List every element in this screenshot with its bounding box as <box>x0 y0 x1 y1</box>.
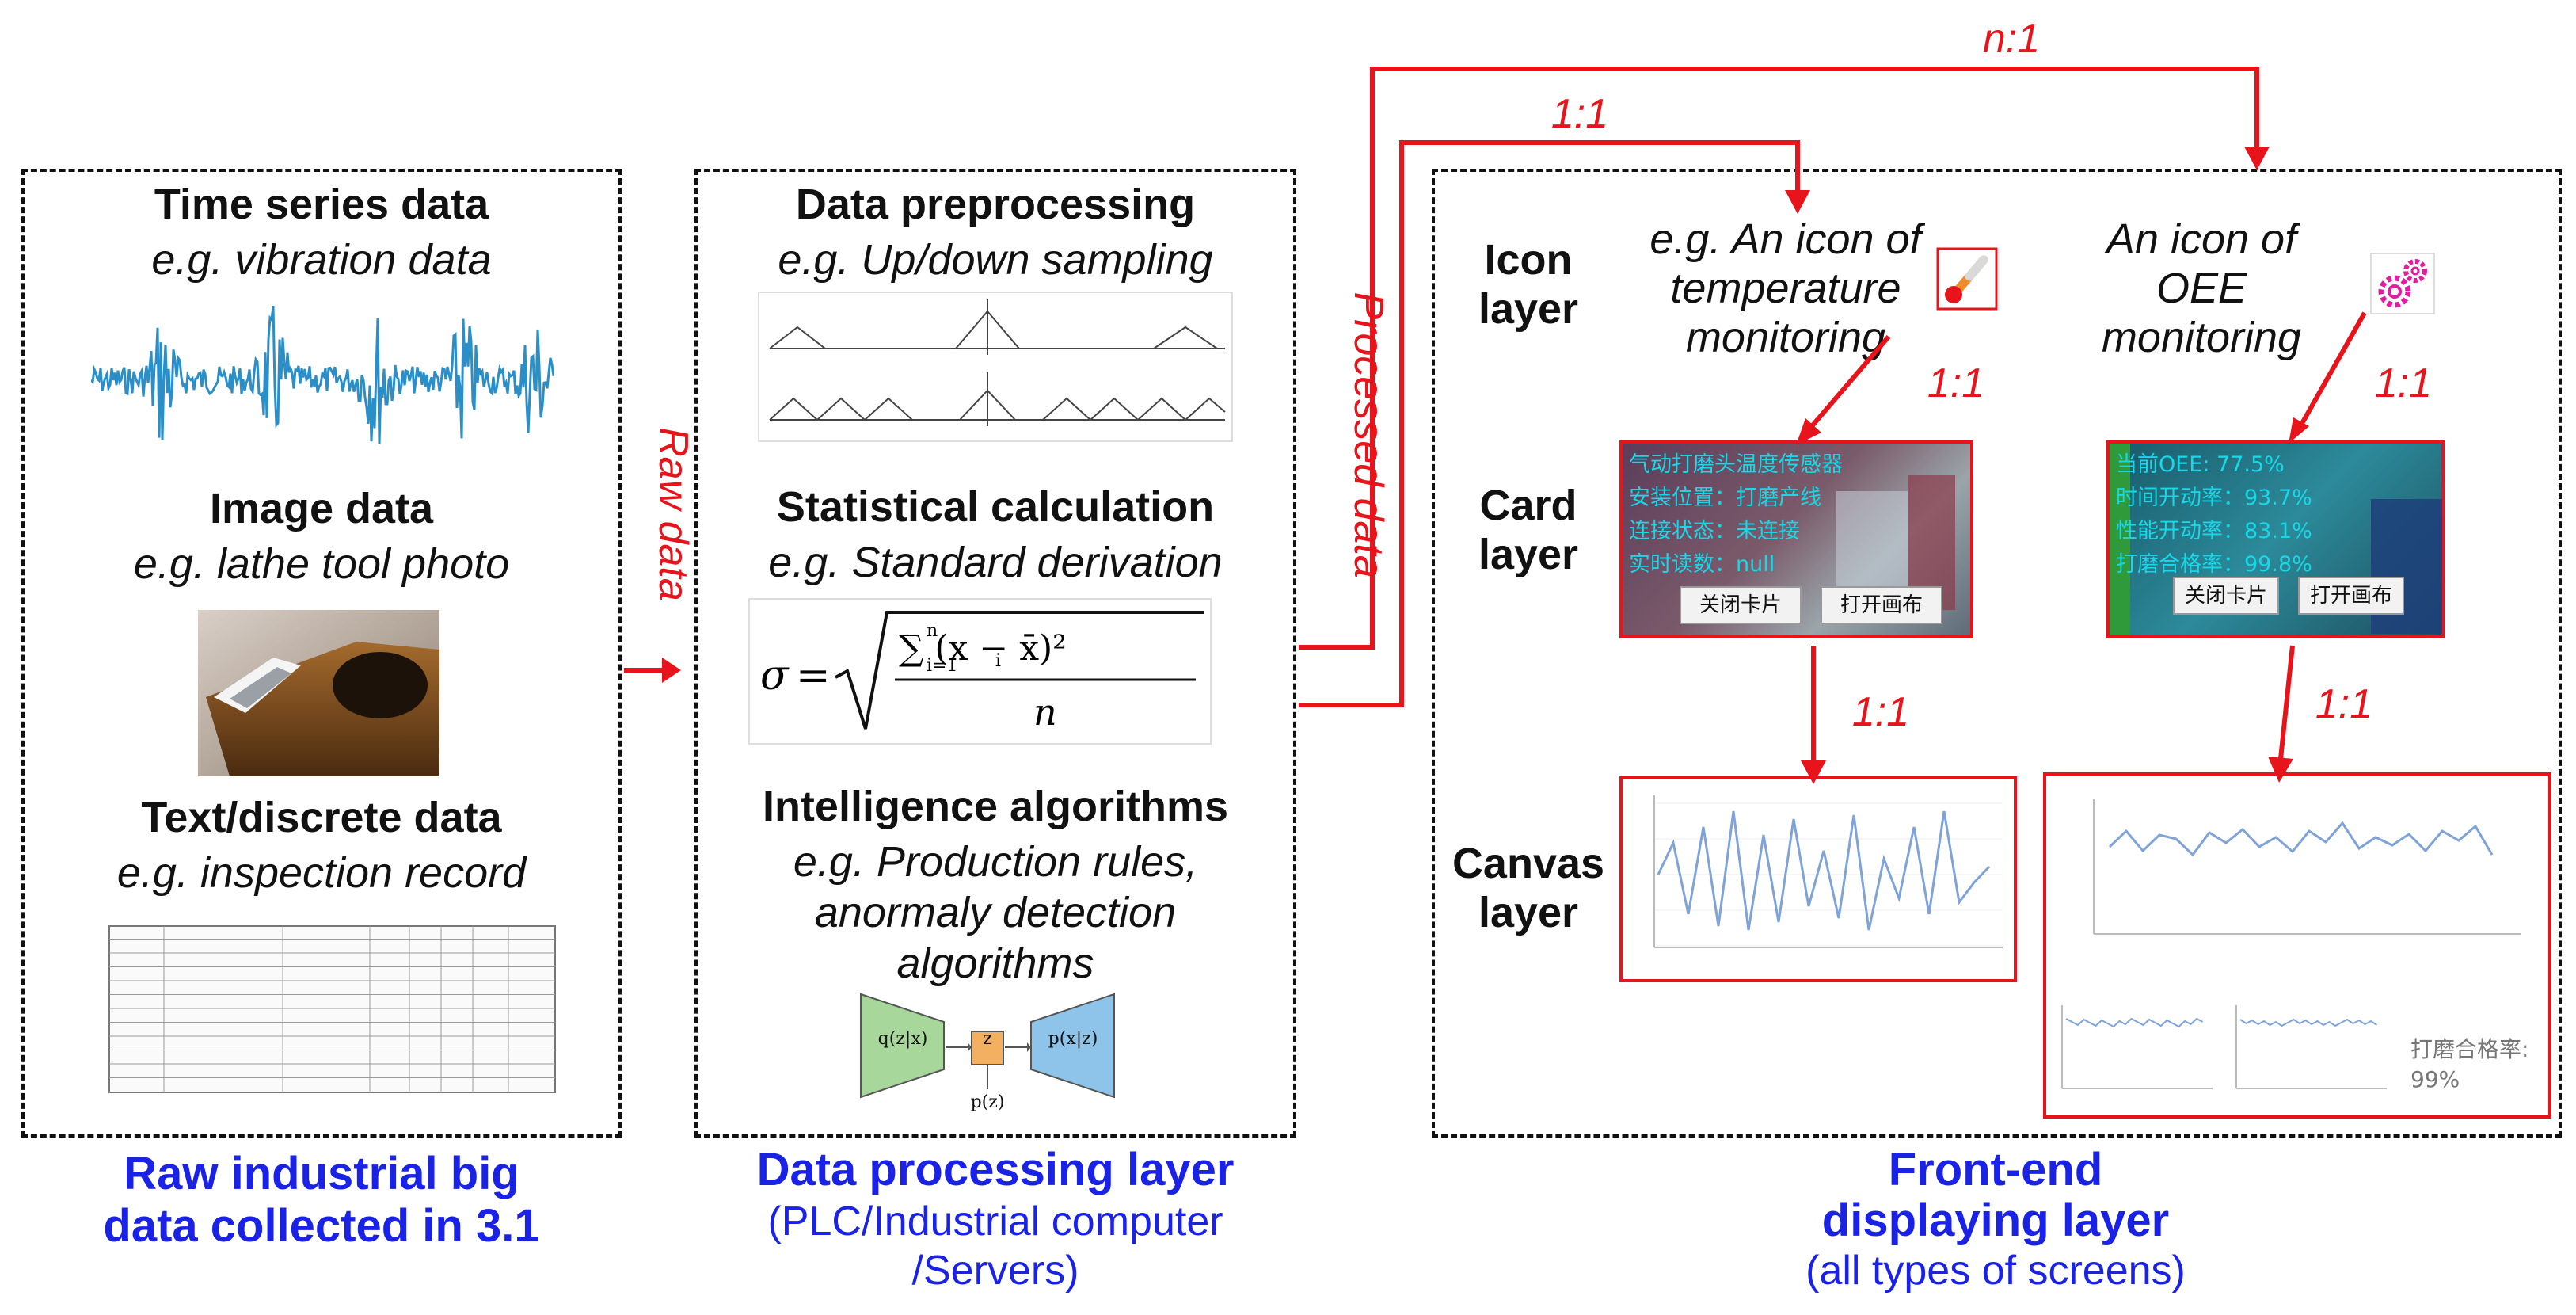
svg-text:i: i <box>995 651 1001 671</box>
oee-card-open-canvas-button[interactable]: 打开画布 <box>2298 577 2404 615</box>
canvas-layer-label-1: Canvas <box>1452 840 1605 887</box>
text-data-title: Text/discrete data <box>141 794 502 841</box>
oee-card-close-button[interactable]: 关闭卡片 <box>2173 577 2279 615</box>
svg-text:i=1: i=1 <box>927 656 957 676</box>
raw-caption-line1: Raw industrial big <box>124 1148 519 1199</box>
oee-icon-text-2: OEE <box>2156 265 2247 312</box>
svg-text:=: = <box>796 652 831 699</box>
processing-box <box>694 169 1296 1138</box>
text-data-example: e.g. inspection record <box>116 849 527 897</box>
vae-diagram <box>860 993 1115 1099</box>
vae-latent-label: z <box>983 1029 992 1049</box>
temp-icon-text-2: temperature <box>1670 265 1901 312</box>
thermometer-icon[interactable] <box>1936 247 1998 311</box>
temp-card-line-1: 气动打磨头温度传感器 <box>1629 452 1843 477</box>
one-to-one-label-temp-card: 1:1 <box>1851 689 1910 735</box>
inspection-record-table <box>108 925 556 1093</box>
card-layer-label-1: Card <box>1479 482 1577 529</box>
n-to-1-label: n:1 <box>1982 16 2041 62</box>
temp-card-line-2: 安装位置：打磨产线 <box>1629 486 1821 510</box>
raw-caption-line2: data collected in 3.1 <box>103 1200 540 1252</box>
frontend-caption-line1: Front-end <box>1888 1144 2103 1195</box>
time-series-title: Time series data <box>154 181 489 228</box>
temperature-canvas <box>1619 776 2017 982</box>
raw-data-box <box>21 169 622 1138</box>
raw-data-flow-label: Raw data <box>650 427 697 601</box>
processing-caption-line3: /Servers) <box>911 1248 1079 1294</box>
frontend-caption-line2: displaying layer <box>1821 1195 2170 1246</box>
image-data-example: e.g. lathe tool photo <box>133 540 510 588</box>
one-to-one-label-top: 1:1 <box>1551 91 1609 137</box>
svg-text:n: n <box>1033 691 1057 734</box>
vibration-waveform <box>91 305 554 444</box>
oee-card-line-3: 性能开动率：83.1% <box>2116 519 2312 543</box>
algorithms-example-2: anormaly detection <box>814 889 1177 936</box>
algorithms-example-1: e.g. Production rules, <box>793 838 1198 886</box>
one-to-one-label-temp-icon: 1:1 <box>1927 360 1985 406</box>
oee-icon-text-3: monitoring <box>2101 314 2302 361</box>
one-to-one-label-oee-card: 1:1 <box>2315 681 2373 727</box>
temp-card-open-canvas-button[interactable]: 打开画布 <box>1821 586 1942 624</box>
oee-icon-text-1: An icon of <box>2106 215 2297 263</box>
processed-data-flow-label: Processed data <box>1345 292 1392 578</box>
svg-text:n: n <box>927 621 938 641</box>
icon-layer-label-1: Icon <box>1484 236 1573 284</box>
oee-canvas: 打磨合格率: 99% <box>2043 772 2551 1119</box>
temp-card-line-4: 实时读数：null <box>1629 552 1775 577</box>
statistical-example: e.g. Standard derivation <box>768 539 1223 586</box>
sampling-diagram <box>758 292 1233 442</box>
time-series-example: e.g. vibration data <box>151 236 492 284</box>
temp-card-close-button[interactable]: 关闭卡片 <box>1680 586 1802 624</box>
one-to-one-label-oee-icon: 1:1 <box>2374 360 2433 406</box>
preprocessing-title: Data preprocessing <box>795 181 1196 228</box>
statistical-title: Statistical calculation <box>776 483 1215 531</box>
icon-layer-label-2: layer <box>1478 285 1579 333</box>
oee-canvas-note-1: 打磨合格率: <box>2410 1036 2529 1062</box>
vae-decoder-label: p(x|z) <box>1048 1029 1098 1049</box>
algorithms-title: Intelligence algorithms <box>762 783 1229 830</box>
frontend-caption-line3: (all types of screens) <box>1805 1248 2186 1294</box>
temp-icon-text-3: monitoring <box>1685 314 1886 361</box>
std-dev-formula: σ = ∑ (x − x̄)² i=1 n i n <box>748 598 1212 745</box>
canvas-layer-label-2: layer <box>1478 889 1579 936</box>
svg-text:σ: σ <box>760 652 790 699</box>
oee-card[interactable]: 当前OEE: 77.5% 时间开动率：93.7% 性能开动率：83.1% 打磨合… <box>2106 440 2445 638</box>
temperature-card[interactable]: 气动打磨头温度传感器 安装位置：打磨产线 连接状态：未连接 实时读数：null … <box>1619 440 1973 638</box>
oee-card-line-1: 当前OEE: 77.5% <box>2116 452 2285 477</box>
preprocessing-example: e.g. Up/down sampling <box>778 236 1213 284</box>
gears-icon[interactable] <box>2369 252 2436 315</box>
lathe-tool-photo <box>198 610 439 776</box>
oee-canvas-note-2: 99% <box>2410 1066 2460 1092</box>
processing-caption-line2: (PLC/Industrial computer <box>767 1199 1223 1244</box>
temp-icon-text-1: e.g. An icon of <box>1649 215 1922 263</box>
processing-caption-line1: Data processing layer <box>756 1144 1235 1195</box>
oee-card-line-4: 打磨合格率：99.8% <box>2116 552 2312 577</box>
frontend-box <box>1432 169 2562 1138</box>
svg-text:∑ (x − x̄)²: ∑ (x − x̄)² <box>899 628 1067 669</box>
temp-card-line-3: 连接状态：未连接 <box>1629 519 1800 543</box>
oee-card-line-2: 时间开动率：93.7% <box>2116 486 2312 510</box>
algorithms-example-3: algorithms <box>896 940 1094 987</box>
image-data-title: Image data <box>209 485 434 532</box>
card-layer-label-2: layer <box>1478 531 1579 578</box>
vae-encoder-label: q(z|x) <box>877 1029 928 1049</box>
vae-prior-label: p(z) <box>970 1092 1005 1112</box>
